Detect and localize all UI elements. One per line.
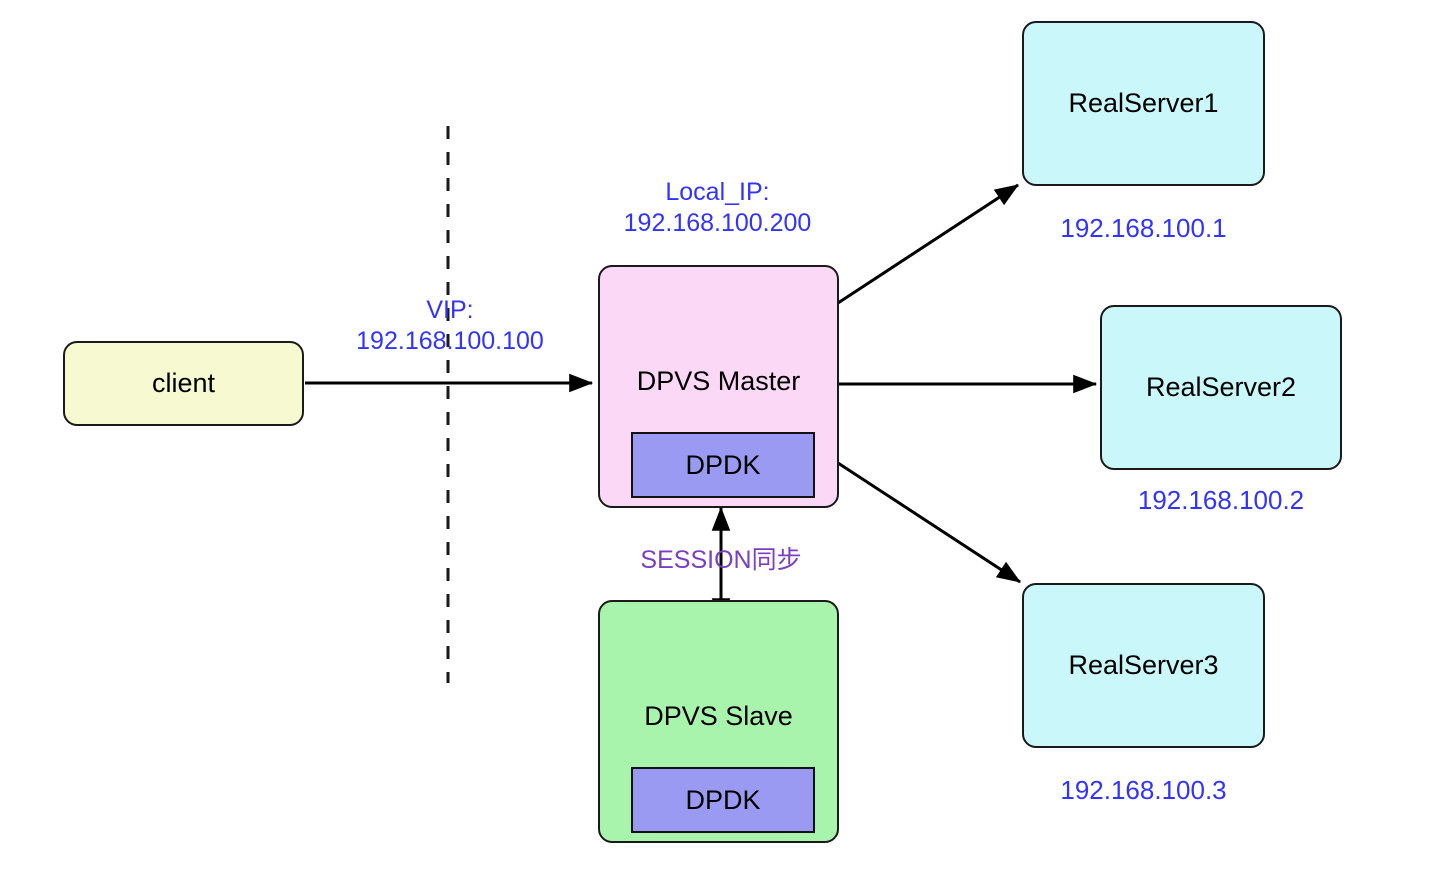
- edge-master-to-realserver1: [837, 183, 1020, 305]
- vip-label: VIP: 192.168.100.100: [325, 295, 575, 356]
- session-sync-label: SESSION同步: [640, 546, 802, 574]
- node-dpvs-master[interactable]: DPVS Master DPDK: [598, 265, 839, 508]
- node-dpvs-slave-dpdk-box[interactable]: DPDK: [631, 767, 815, 833]
- node-realserver3-ip: 192.168.100.3: [1060, 775, 1227, 805]
- node-dpvs-slave-dpdk-label: DPDK: [685, 784, 761, 815]
- node-realserver3[interactable]: RealServer3: [1022, 583, 1265, 748]
- node-realserver1-label: RealServer1: [1068, 87, 1219, 118]
- node-dpvs-slave[interactable]: DPVS Slave DPDK: [598, 600, 839, 843]
- node-realserver1-ip: 192.168.100.1: [1060, 213, 1227, 243]
- node-realserver3-label: RealServer3: [1068, 649, 1219, 680]
- node-dpvs-master-dpdk-label: DPDK: [685, 449, 761, 480]
- node-client-label: client: [151, 367, 216, 398]
- node-realserver2-label: RealServer2: [1145, 371, 1297, 402]
- node-dpvs-slave-label: DPVS Slave: [644, 701, 793, 731]
- node-dpvs-master-dpdk-box[interactable]: DPDK: [631, 432, 815, 498]
- local-ip-label-line2: 192.168.100.200: [623, 208, 812, 237]
- vip-label-line2: 192.168.100.100: [356, 326, 544, 355]
- local-ip-label-line1: Local_IP:: [665, 178, 770, 206]
- node-realserver2[interactable]: RealServer2: [1100, 305, 1342, 470]
- edge-master-to-realserver3: [837, 461, 1022, 584]
- node-client[interactable]: client: [63, 341, 304, 426]
- node-dpvs-master-label: DPVS Master: [636, 366, 801, 396]
- vip-label-line1: VIP:: [426, 296, 474, 324]
- local-ip-label: Local_IP: 192.168.100.200: [585, 177, 850, 238]
- node-realserver1[interactable]: RealServer1: [1022, 21, 1265, 186]
- node-realserver2-ip: 192.168.100.2: [1137, 485, 1305, 515]
